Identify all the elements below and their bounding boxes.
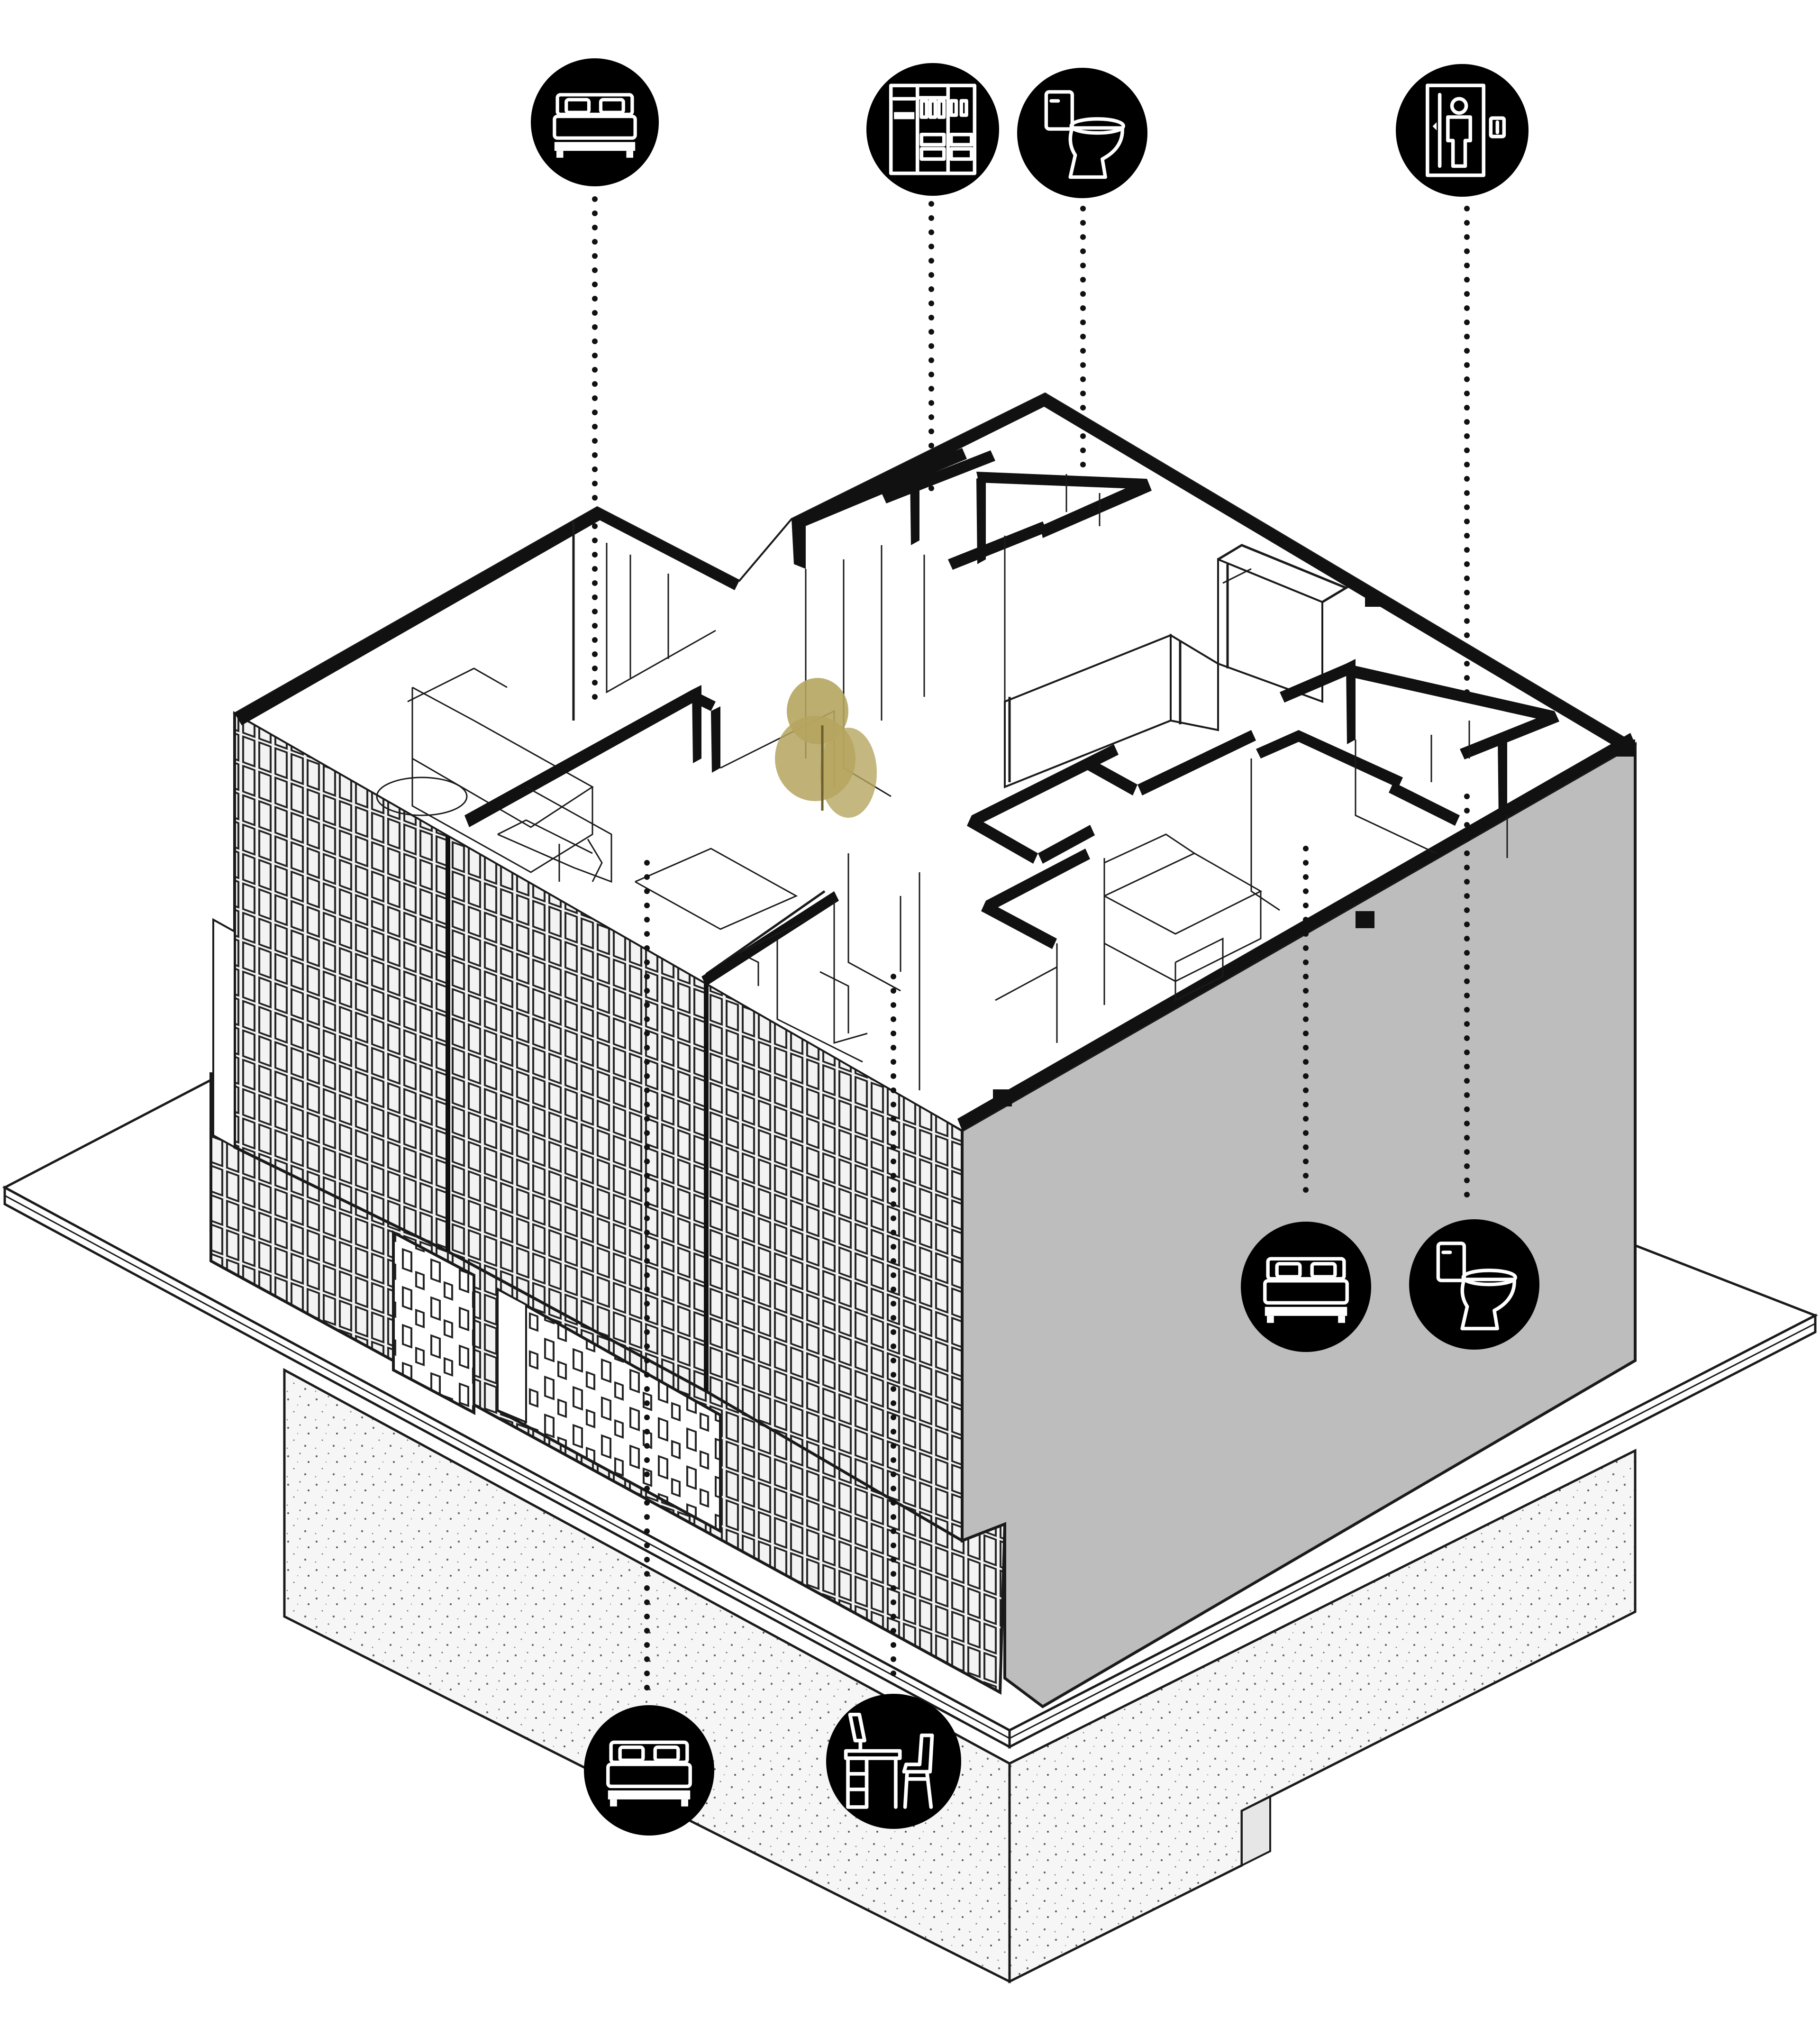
elevator-icon [1396,64,1529,197]
desk-chair-icon [826,1694,961,1829]
tree [775,678,877,818]
floor-plan-cutaway [232,392,1637,1132]
toilet-icon [1409,1219,1539,1350]
bed-icon [531,58,659,186]
wardrobe-icon [866,63,999,196]
toilet-icon [1017,68,1147,198]
bed-icon [1241,1222,1371,1352]
bed-icon [584,1705,714,1836]
leader-lines [592,196,1470,1695]
brick-facade [209,711,1007,1695]
staircase [1004,544,1349,788]
